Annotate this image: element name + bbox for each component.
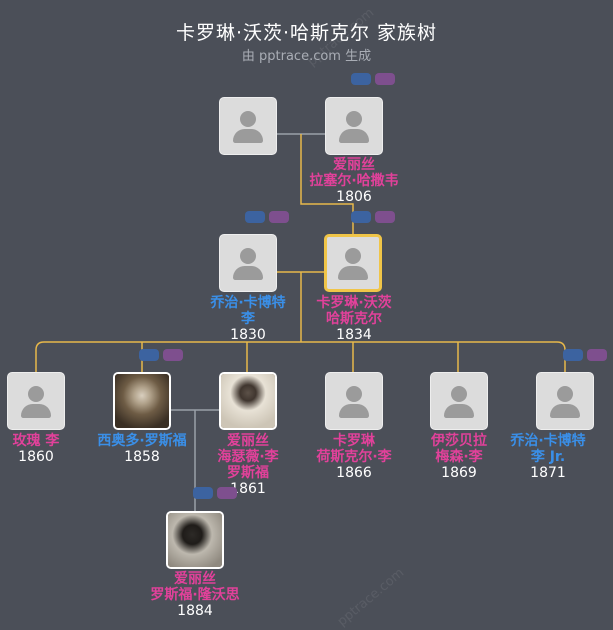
expand-buttons xyxy=(563,349,607,362)
avatar-placeholder-icon xyxy=(345,248,361,264)
person-label: 爱丽丝 海瑟薇·李 罗斯福 1861 xyxy=(217,433,279,497)
expand-parents-button[interactable] xyxy=(351,211,371,223)
person-label: 伊莎贝拉 梅森·李 1869 xyxy=(431,433,487,481)
person-card-grandfather[interactable] xyxy=(219,97,277,155)
expand-parents-button[interactable] xyxy=(193,487,213,499)
person-label: 乔治·卡博特 李 1830 xyxy=(210,295,286,343)
person-card-focus[interactable] xyxy=(324,234,382,292)
portrait-photo xyxy=(115,374,169,428)
person-label: 卡罗琳·沃茨 哈斯克尔 1834 xyxy=(316,295,392,343)
avatar-placeholder-icon xyxy=(28,386,44,402)
person-label: 爱丽丝 罗斯福·隆沃思 1884 xyxy=(150,571,240,619)
expand-parents-button[interactable] xyxy=(563,349,583,361)
expand-buttons xyxy=(245,211,289,224)
expand-buttons xyxy=(351,73,395,86)
expand-parents-button[interactable] xyxy=(587,349,607,361)
expand-parents-button[interactable] xyxy=(245,211,265,223)
person-label: 玫瑰 李 1860 xyxy=(12,433,60,465)
avatar-placeholder-icon xyxy=(346,386,362,402)
person-card-child-photo[interactable] xyxy=(219,372,277,430)
avatar-placeholder-icon xyxy=(240,111,256,127)
person-card-grandchild-photo[interactable] xyxy=(166,511,224,569)
avatar-placeholder-icon xyxy=(240,248,256,264)
avatar-placeholder-icon xyxy=(451,386,467,402)
person-card-grandmother[interactable] xyxy=(325,97,383,155)
expand-parents-button[interactable] xyxy=(375,73,395,85)
children-connector xyxy=(35,341,566,372)
person-card-spouse-photo[interactable] xyxy=(113,372,171,430)
expand-parents-button[interactable] xyxy=(139,349,159,361)
portrait-photo xyxy=(221,374,275,428)
avatar-placeholder-icon xyxy=(557,386,573,402)
person-label: 卡罗琳 荷斯克尔·李 1866 xyxy=(316,433,392,481)
person-card-child[interactable] xyxy=(7,372,65,430)
person-label: 乔治·卡博特 李 Jr. 1871 xyxy=(510,433,586,481)
person-label: 西奥多·罗斯福 1858 xyxy=(97,433,187,465)
portrait-photo xyxy=(168,513,222,567)
person-label: 爱丽丝 拉塞尔·哈撒韦 1806 xyxy=(309,157,399,205)
expand-parents-button[interactable] xyxy=(269,211,289,223)
expand-parents-button[interactable] xyxy=(217,487,237,499)
person-card-child[interactable] xyxy=(430,372,488,430)
expand-parents-button[interactable] xyxy=(163,349,183,361)
person-card-child[interactable] xyxy=(536,372,594,430)
expand-buttons xyxy=(193,487,237,500)
expand-parents-button[interactable] xyxy=(375,211,395,223)
expand-parents-button[interactable] xyxy=(351,73,371,85)
avatar-placeholder-icon xyxy=(346,111,362,127)
person-card-father[interactable] xyxy=(219,234,277,292)
expand-buttons xyxy=(139,349,183,362)
person-card-child[interactable] xyxy=(325,372,383,430)
expand-buttons xyxy=(351,211,395,224)
page-title: 卡罗琳·沃茨·哈斯克尔 家族树 xyxy=(175,22,438,44)
page-subtitle: 由 pptrace.com 生成 xyxy=(241,49,372,64)
